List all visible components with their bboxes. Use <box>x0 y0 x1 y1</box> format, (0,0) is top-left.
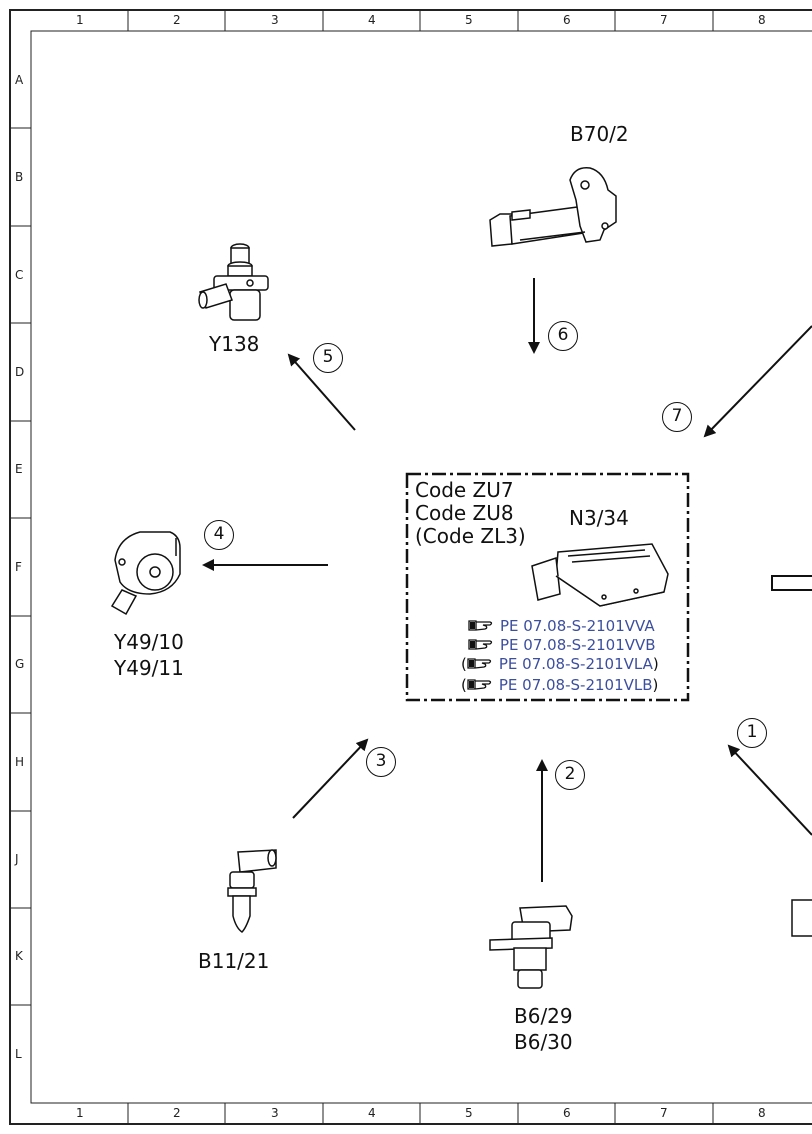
grid-col-label: 2 <box>173 1106 181 1120</box>
arrow-5 <box>287 353 356 431</box>
offpage-component-right-lower <box>791 899 812 937</box>
close-parenthesis: ) <box>652 676 659 694</box>
grid-col-label: 4 <box>368 1106 376 1120</box>
open-parenthesis: ( <box>461 676 467 694</box>
close-parenthesis: ) <box>652 655 659 673</box>
component-label-b6-29: B6/29 <box>514 1004 573 1028</box>
reference-link-vvb[interactable]: PE 07.08-S-2101VVB <box>468 636 656 655</box>
pointing-hand-icon <box>467 679 491 690</box>
pointing-hand-icon <box>467 658 491 669</box>
grid-row-label: B <box>15 170 24 184</box>
open-parenthesis: ( <box>461 655 467 673</box>
reference-link-vva[interactable]: PE 07.08-S-2101VVA <box>468 617 655 636</box>
grid-row-label: D <box>15 365 25 379</box>
grid-col-label: 3 <box>271 1106 279 1120</box>
grid-col-label: 6 <box>563 13 571 27</box>
grid-row-label: J <box>15 852 19 866</box>
reference-link-vlb[interactable]: ( PE 07.08-S-2101VLB) <box>461 676 658 695</box>
arrow-1 <box>727 744 812 836</box>
grid-ticks <box>10 10 714 1124</box>
callout-5: 5 <box>313 343 343 373</box>
reference-link-text: PE 07.08-S-2101VLA <box>498 655 653 673</box>
callout-2: 2 <box>555 760 585 790</box>
control-unit-n3-34-drawing <box>531 543 669 607</box>
grid-col-label: 1 <box>76 1106 84 1120</box>
hall-sensor-b6-drawing <box>489 905 573 989</box>
grid-col-label: 5 <box>465 13 473 27</box>
component-label-b6-30: B6/30 <box>514 1030 573 1054</box>
code-zl3: (Code ZL3) <box>415 524 526 548</box>
component-label-y49-11: Y49/11 <box>114 656 184 680</box>
callout-3: 3 <box>366 747 396 777</box>
callout-4: 4 <box>204 520 234 550</box>
callout-6: 6 <box>548 321 578 351</box>
grid-row-label: A <box>15 73 24 87</box>
grid-row-label: L <box>15 1047 22 1061</box>
reference-link-text: PE 07.08-S-2101VVA <box>500 617 655 635</box>
arrow-7 <box>703 325 812 438</box>
grid-col-label: 7 <box>660 1106 668 1120</box>
grid-row-label: C <box>15 268 24 282</box>
temperature-sensor-b11-21-drawing <box>227 849 277 933</box>
control-unit-boundary <box>405 472 690 702</box>
grid-col-label: 3 <box>271 13 279 27</box>
drawing-frame <box>9 9 812 1125</box>
code-zu8: Code ZU8 <box>415 501 514 525</box>
grid-row-label: E <box>15 462 23 476</box>
pointing-hand-icon <box>468 620 493 631</box>
component-label-y49-10: Y49/10 <box>114 630 184 654</box>
arrow-3 <box>292 738 369 819</box>
grid-col-label: 5 <box>465 1106 473 1120</box>
signal-arrows <box>202 278 812 882</box>
solenoid-valve-y138-drawing <box>198 243 269 321</box>
reference-link-text: PE 07.08-S-2101VVB <box>500 636 656 654</box>
grid-col-label: 2 <box>173 13 181 27</box>
grid-col-label: 8 <box>758 1106 766 1120</box>
component-label-b70-2: B70/2 <box>570 122 629 146</box>
camshaft-actuator-y49-drawing <box>110 531 181 616</box>
callout-7: 7 <box>662 402 692 432</box>
component-label-n3-34: N3/34 <box>569 506 629 530</box>
code-zu7: Code ZU7 <box>415 478 514 502</box>
reference-link-vla[interactable]: ( PE 07.08-S-2101VLA) <box>461 655 659 674</box>
callout-1: 1 <box>737 718 767 748</box>
grid-col-label: 7 <box>660 13 668 27</box>
offpage-component-right <box>771 575 812 591</box>
grid-col-label: 4 <box>368 13 376 27</box>
grid-col-label: 6 <box>563 1106 571 1120</box>
camshaft-sensor-b70-2-drawing <box>489 167 617 247</box>
grid-row-label: F <box>15 560 22 574</box>
reference-link-text: PE 07.08-S-2101VLB <box>498 676 653 694</box>
grid-row-label: K <box>15 949 23 963</box>
grid-col-label: 1 <box>76 13 84 27</box>
component-label-y138: Y138 <box>209 332 260 356</box>
component-label-b11-21: B11/21 <box>198 949 270 973</box>
grid-row-label: H <box>15 755 25 769</box>
grid-col-label: 8 <box>758 13 766 27</box>
grid-row-label: G <box>15 657 25 671</box>
pointing-hand-icon <box>468 639 493 650</box>
